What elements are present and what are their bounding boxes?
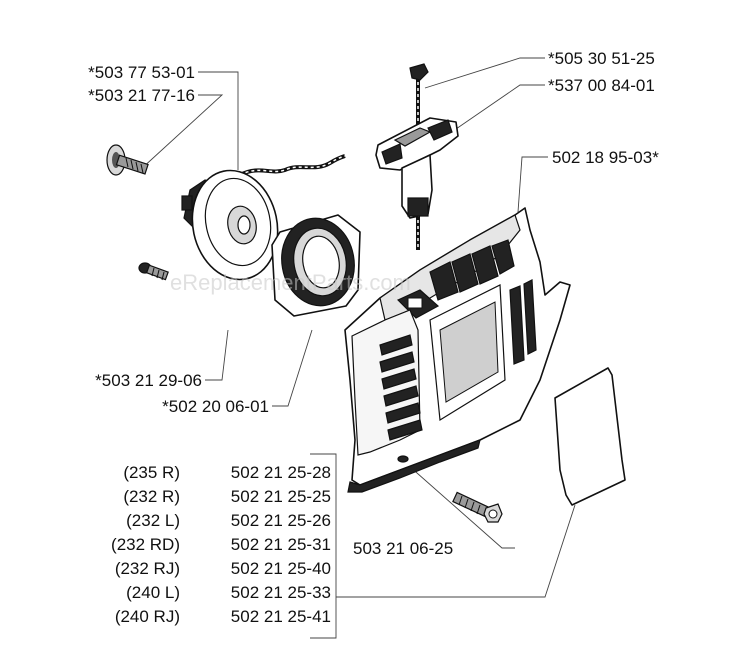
label-starter-handle: *537 00 84-01 (548, 76, 655, 95)
label-housing-screw: 503 21 06-25 (353, 539, 453, 558)
watermark: eReplacementParts.com (170, 270, 411, 295)
starter-housing (344, 207, 571, 493)
starter-pulley (181, 154, 346, 281)
housing-screw (452, 491, 503, 523)
variant-model: (232 R) (123, 487, 180, 506)
leader-recoil-spring (272, 329, 313, 407)
variant-part: 502 21 25-40 (231, 559, 331, 578)
label-recoil-spring: *502 20 06-01 (162, 397, 269, 416)
variants-list: (235 R) 502 21 25-28 (232 R) 502 21 25-2… (111, 463, 331, 626)
variant-model: (232 RD) (111, 535, 180, 554)
starter-handle (375, 63, 459, 250)
variant-part: 502 21 25-41 (231, 607, 331, 626)
variant-model: (235 R) (123, 463, 180, 482)
leader-pulley-screw (139, 94, 224, 171)
label-starter-cord: *505 30 51-25 (548, 49, 655, 68)
variant-model: (232 RJ) (115, 559, 180, 578)
label-starter-pulley: *503 77 53-01 (88, 63, 195, 82)
variant-model: (240 RJ) (115, 607, 180, 626)
leader-starter-pulley (198, 71, 239, 170)
leader-lines (139, 57, 576, 639)
variant-model: (232 L) (126, 511, 180, 530)
callout-labels: *503 77 53-01 *503 21 77-16 *503 21 29-0… (88, 49, 659, 558)
leader-starter-housing (517, 156, 548, 213)
label-pulley-screw: *503 21 77-16 (88, 86, 195, 105)
variant-part: 502 21 25-33 (231, 583, 331, 602)
variant-part: 502 21 25-26 (231, 511, 331, 530)
pawl-screw (138, 262, 169, 281)
variant-part: 502 21 25-31 (231, 535, 331, 554)
label-pawl-screw: *503 21 29-06 (95, 371, 202, 390)
variant-part: 502 21 25-28 (231, 463, 331, 482)
leader-variants-bracket (310, 453, 337, 639)
recoil-spring-cassette (271, 214, 361, 317)
center-screw (106, 144, 149, 176)
leader-starter-handle (439, 84, 545, 141)
variant-model: (240 L) (126, 583, 180, 602)
leader-housing-screw (399, 457, 515, 549)
label-starter-housing: 502 18 95-03* (552, 148, 659, 167)
leader-starter-cord (424, 57, 545, 89)
variant-part: 502 21 25-25 (231, 487, 331, 506)
decal-sheet (554, 367, 626, 506)
leader-decal (336, 504, 576, 598)
leader-pawl-screw (205, 329, 229, 381)
